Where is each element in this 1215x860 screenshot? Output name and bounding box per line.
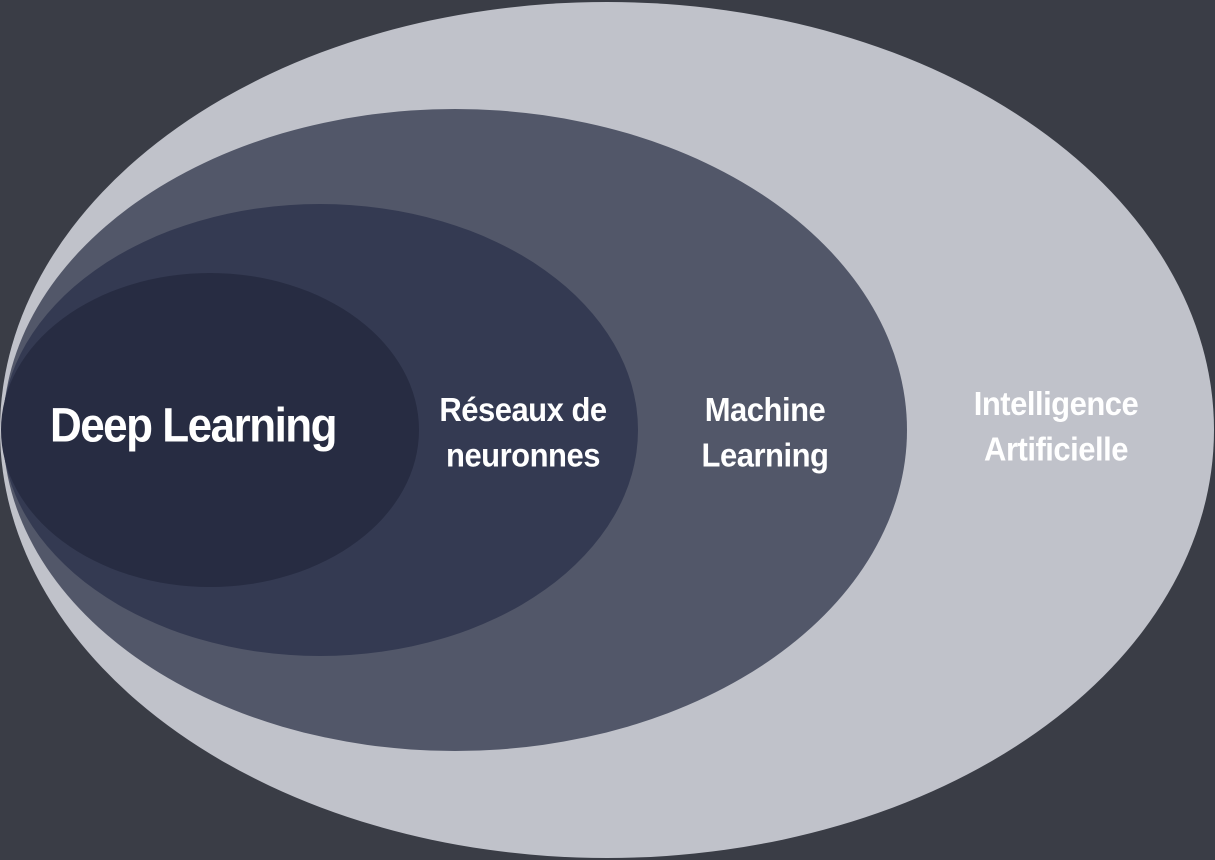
ellipse-deep-learning [1,273,419,587]
label-deep-learning: Deep Learning [49,398,338,453]
label-machine-learning: Machine Learning [701,390,829,475]
label-intelligence-artificielle: Intelligence Artificielle [973,384,1139,469]
label-reseaux-de-neuronnes: Réseaux de neuronnes [439,390,607,475]
